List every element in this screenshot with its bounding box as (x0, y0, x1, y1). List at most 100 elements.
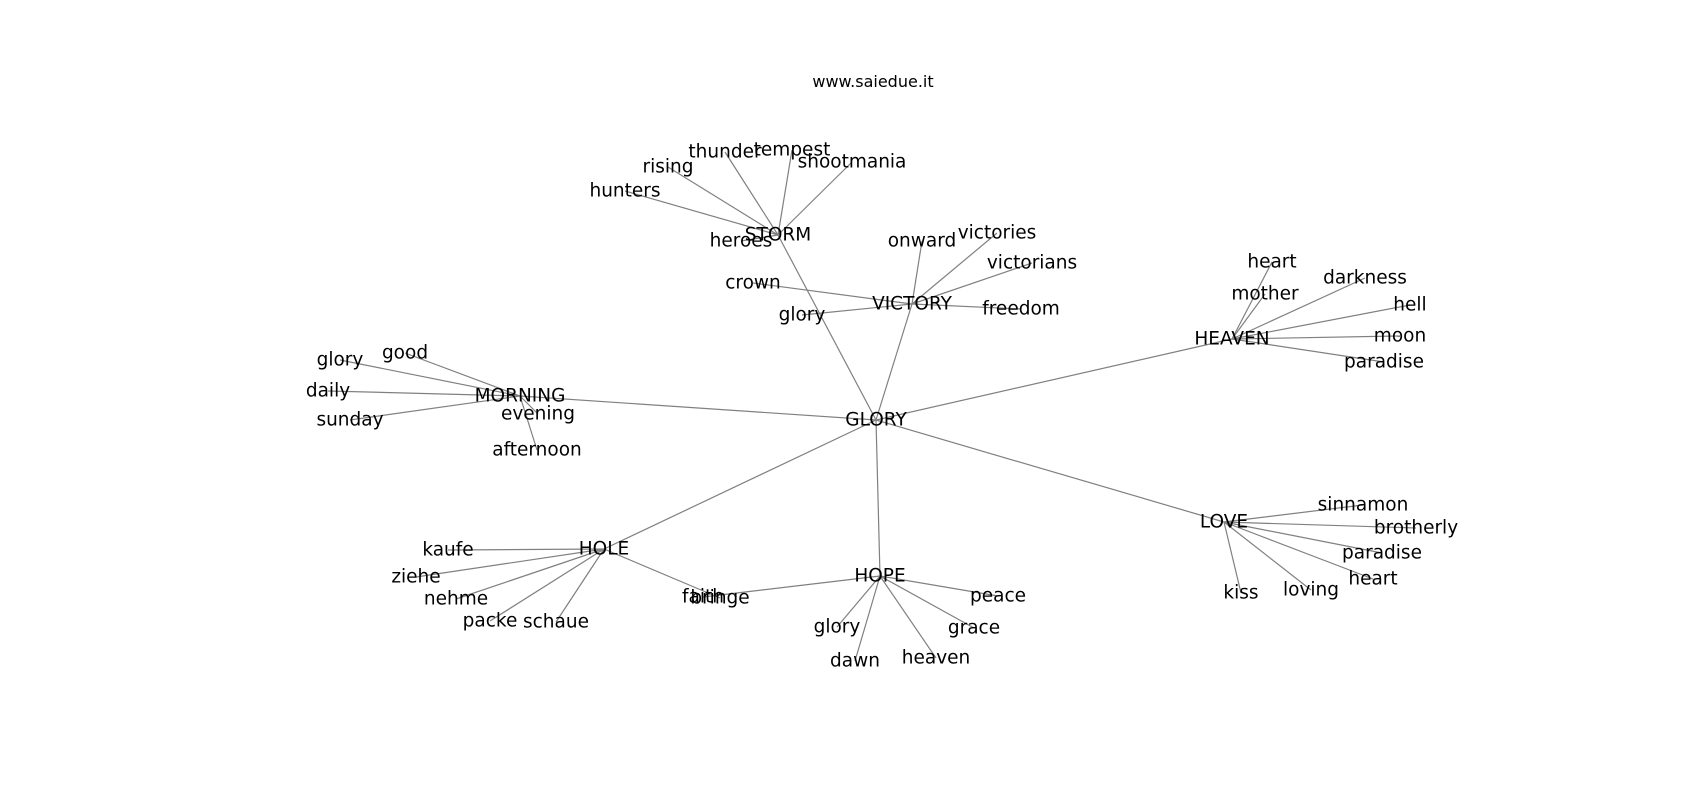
leaf-node-hope-heaven: heaven (902, 648, 971, 669)
leaf-node-morning-evening: evening (501, 404, 575, 425)
edge-glory-hole (603, 419, 877, 550)
edges-layer (327, 149, 1417, 662)
edge-morning-glory (339, 359, 521, 397)
edge-hope-grace (879, 575, 975, 629)
edge-morning-sunday (349, 395, 521, 421)
leaf-node-storm-tempest: tempest (754, 140, 831, 161)
hub-node-heaven: HEAVEN (1194, 329, 1269, 350)
edge-victory-victories (911, 232, 998, 305)
edge-storm-shootmania (777, 161, 853, 236)
edge-hole-schaue (555, 548, 605, 623)
edge-glory-morning (519, 395, 877, 421)
edge-hope-faith (702, 575, 881, 598)
leaf-node-storm-rising: rising (643, 157, 694, 178)
hub-node-hope: HOPE (854, 566, 905, 587)
leaf-node-hope-grace: grace (948, 618, 1000, 639)
edge-love-sinnamon (1223, 504, 1364, 523)
leaf-node-heaven-heart: heart (1247, 252, 1296, 273)
edge-victory-glory (801, 303, 913, 316)
leaf-node-love-loving: loving (1283, 580, 1339, 601)
leaf-node-morning-afternoon: afternoon (492, 440, 582, 461)
leaf-node-victory-crown: crown (725, 273, 781, 294)
edge-hole-packe (489, 548, 605, 622)
edge-glory-victory (875, 303, 913, 421)
leaf-node-victory-onward: onward (888, 231, 957, 252)
leaf-node-victory-glory: glory (779, 305, 826, 326)
edge-love-kiss (1223, 521, 1242, 594)
edge-glory-love (875, 419, 1225, 523)
edge-heaven-paradise (1231, 338, 1385, 363)
leaf-node-heaven-mother: mother (1231, 284, 1299, 305)
leaf-node-storm-hunters: hunters (589, 181, 660, 202)
hub-node-love: LOVE (1200, 512, 1248, 533)
leaf-node-victory-victorians: victorians (987, 253, 1077, 274)
edge-storm-tempest (777, 149, 793, 236)
leaf-node-victory-freedom: freedom (982, 299, 1060, 320)
leaf-node-hole-schaue: schaue (523, 612, 589, 633)
edge-love-heart (1223, 521, 1374, 580)
edge-hole-bringe (603, 548, 721, 599)
leaf-node-hope-dawn: dawn (830, 651, 880, 672)
edge-hope-heaven (879, 575, 937, 659)
leaf-node-love-kiss: kiss (1223, 583, 1258, 604)
edge-love-paradise (1223, 521, 1383, 554)
leaf-node-morning-sunday: sunday (316, 410, 383, 431)
leaf-node-hole-kaufe: kaufe (422, 540, 473, 561)
leaf-node-storm-heroes: heroes (710, 231, 773, 252)
edge-victory-victorians (911, 262, 1033, 305)
edge-hope-glory (836, 575, 881, 628)
leaf-node-hole-nehme: nehme (424, 589, 488, 610)
leaf-node-victory-victories: victories (958, 223, 1037, 244)
edge-glory-storm (777, 234, 877, 421)
hub-node-storm: STORM (745, 225, 811, 246)
leaf-node-storm-thunder: thunder (688, 142, 762, 163)
edge-hope-peace (879, 575, 999, 597)
edge-hope-dawn (854, 575, 881, 662)
leaf-node-hole-bringe: bringe (690, 588, 749, 609)
edge-storm-rising (667, 166, 779, 236)
edge-storm-heroes (740, 234, 779, 242)
leaf-node-love-brotherly: brotherly (1374, 518, 1458, 539)
leaf-node-hole-ziehe: ziehe (391, 567, 440, 588)
hub-node-hole: HOLE (579, 539, 629, 560)
leaf-node-love-heart: heart (1348, 569, 1397, 590)
edge-love-loving (1223, 521, 1312, 591)
edge-heaven-hell (1231, 304, 1411, 340)
leaf-node-heaven-hell: hell (1393, 295, 1426, 316)
edge-hole-nehme (455, 548, 605, 600)
labels-layer: GLORYSTORMhuntersrisingthundertempestsho… (306, 140, 1458, 672)
leaf-node-morning-glory: glory (317, 350, 364, 371)
leaf-node-heaven-darkness: darkness (1323, 268, 1407, 289)
edge-hole-ziehe (415, 548, 605, 578)
edge-storm-thunder (724, 151, 779, 236)
edge-hole-kaufe (447, 548, 605, 551)
edge-heaven-heart (1231, 261, 1273, 340)
edge-morning-afternoon (519, 395, 538, 451)
edge-heaven-darkness (1231, 277, 1366, 340)
leaf-node-hope-faith: faith (682, 587, 724, 608)
edge-glory-hope (875, 419, 881, 577)
leaf-node-morning-good: good (382, 343, 428, 364)
leaf-node-heaven-paradise: paradise (1344, 352, 1424, 373)
leaf-node-hole-packe: packe (463, 611, 518, 632)
leaf-node-morning-daily: daily (306, 381, 350, 402)
leaf-node-love-sinnamon: sinnamon (1318, 495, 1409, 516)
leaf-node-hope-peace: peace (970, 586, 1026, 607)
edge-love-brotherly (1223, 521, 1417, 529)
leaf-node-love-paradise: paradise (1342, 543, 1422, 564)
edge-morning-good (404, 352, 521, 397)
edge-victory-crown (752, 282, 913, 305)
hub-node-victory: VICTORY (872, 294, 953, 315)
edge-victory-freedom (911, 303, 1022, 310)
leaf-node-heaven-moon: moon (1374, 326, 1426, 347)
edge-glory-heaven (875, 338, 1233, 421)
edge-storm-hunters (624, 190, 779, 236)
edge-morning-daily (327, 390, 521, 397)
hub-node-morning: MORNING (475, 386, 566, 407)
edge-heaven-moon (1231, 335, 1401, 340)
leaf-node-hope-glory: glory (814, 617, 861, 638)
edge-heaven-mother (1231, 293, 1266, 340)
site-title: www.saiedue.it (812, 72, 934, 91)
leaf-node-storm-shootmania: shootmania (798, 152, 907, 173)
